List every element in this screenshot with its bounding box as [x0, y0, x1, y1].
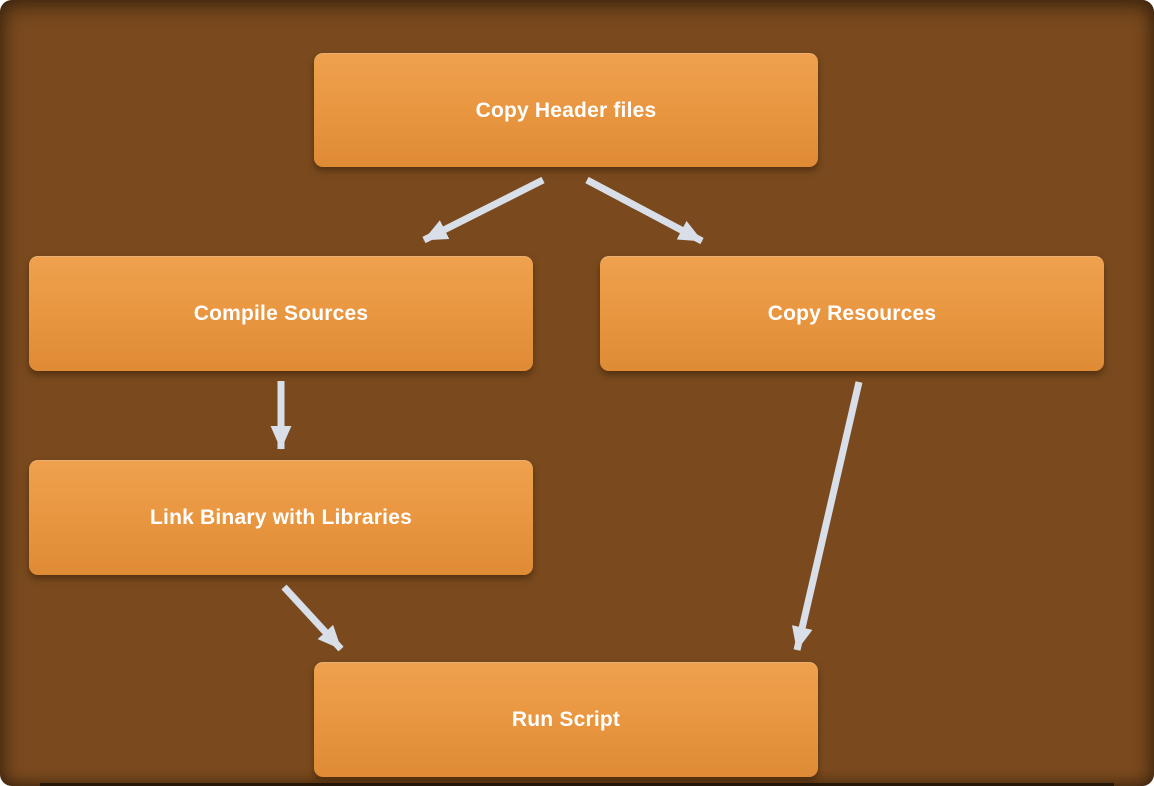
edge-copy-header-files-to-compile-sources — [422, 176, 545, 244]
node-link-binary-with-libraries: Link Binary with Libraries — [29, 460, 533, 575]
node-run-script: Run Script — [314, 662, 818, 777]
node-compile-sources: Compile Sources — [29, 256, 533, 371]
node-copy-header-files: Copy Header files — [314, 53, 818, 167]
edge-copy-resources-to-run-script — [791, 381, 863, 651]
edge-link-binary-to-run-script — [281, 584, 344, 652]
node-copy-resources: Copy Resources — [600, 256, 1104, 371]
edge-copy-header-files-to-copy-resources — [585, 176, 704, 245]
